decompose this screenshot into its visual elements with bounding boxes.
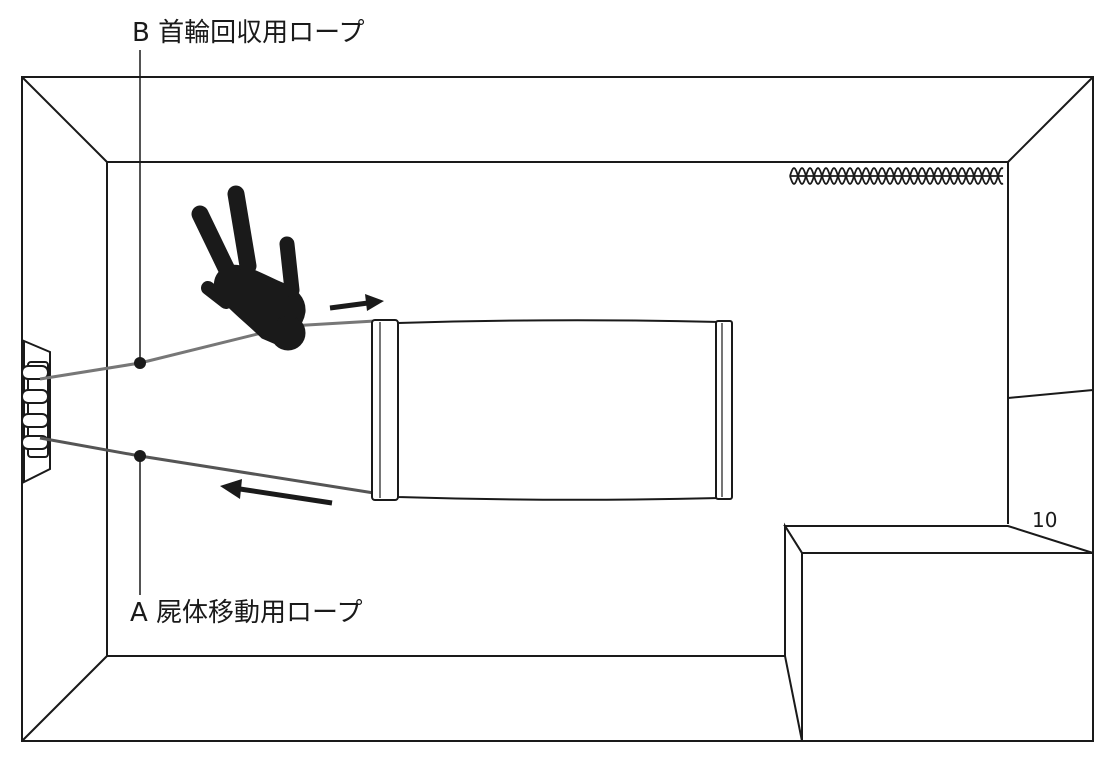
room-walls xyxy=(21,76,1094,742)
curtain-wave-icon xyxy=(789,166,1004,186)
rope-a-label: A 屍体移動用ロープ xyxy=(130,598,363,628)
rope-a-marker xyxy=(134,450,146,462)
room-number-label: 10 xyxy=(1032,508,1058,532)
rope-b xyxy=(39,319,376,381)
mattress-icon xyxy=(371,319,733,501)
rope-a xyxy=(39,436,375,495)
corner-box xyxy=(783,522,1094,742)
rope-b-marker xyxy=(134,357,146,369)
arrow-right-icon xyxy=(329,294,384,311)
rope-b-label: B 首輪回収用ロープ xyxy=(132,18,365,48)
arrow-left-icon xyxy=(220,479,333,506)
pulley-fixture-icon xyxy=(21,339,51,484)
human-silhouette-icon xyxy=(191,185,306,351)
